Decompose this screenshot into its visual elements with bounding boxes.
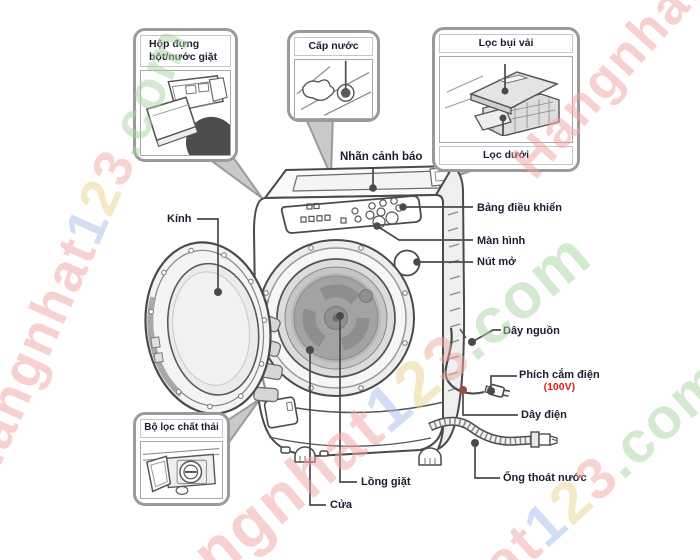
leader-lines [197, 167, 518, 506]
callout-water-supply: Cấp nước [287, 30, 380, 122]
filter-access-door [263, 396, 299, 429]
label-warning-sticker: Nhãn cảnh báo [340, 151, 423, 163]
drum-paddles [302, 284, 370, 352]
label-open-button: Nút mở [477, 256, 516, 268]
label-electric-wire: Dây điện [521, 409, 567, 421]
label-display: Màn hình [477, 235, 526, 247]
lint-filter-illustration [439, 56, 573, 143]
leader-dots [214, 184, 495, 447]
callout-waste-filter: Bộ lọc chất thải [133, 412, 230, 506]
label-glass: Kính [167, 213, 192, 225]
machine-door [144, 241, 272, 415]
callout-lint-bottom-label: Lọc dưới [439, 145, 573, 165]
label-power-plug-text: Phích cắm điện [519, 369, 600, 381]
wire-dot [459, 386, 467, 394]
callout-detergent-box: Hộp đựng bột/nước giặt [133, 28, 238, 162]
label-power-cord: Dây nguồn [503, 325, 560, 337]
label-power-plug: Phích cắm điện (100V) [519, 369, 600, 393]
callout-lint-filter: Lọc bụi vải [432, 27, 580, 172]
label-control-panel: Bảng điều khiển [477, 202, 562, 214]
panel-buttons [300, 197, 403, 229]
waste-filter-illustration [140, 440, 223, 499]
label-drum: Lồng giặt [361, 476, 411, 488]
callout-water-title: Cấp nước [294, 37, 373, 57]
control-panel [280, 195, 422, 234]
callout-detergent-title: Hộp đựng bột/nước giặt [140, 35, 231, 68]
tail-water [302, 113, 335, 177]
callout-lint-title: Lọc bụi vải [439, 34, 573, 54]
label-plug-voltage: (100V) [543, 381, 576, 393]
drain-hose [428, 416, 558, 448]
drum [257, 239, 415, 397]
label-door: Cửa [330, 499, 353, 511]
detergent-drawer-illustration [140, 70, 231, 157]
water-inlet-illustration [294, 59, 373, 120]
callout-waste-title: Bộ lọc chất thải [140, 419, 223, 438]
label-drain-hose: Ống thoát nước [503, 472, 587, 484]
